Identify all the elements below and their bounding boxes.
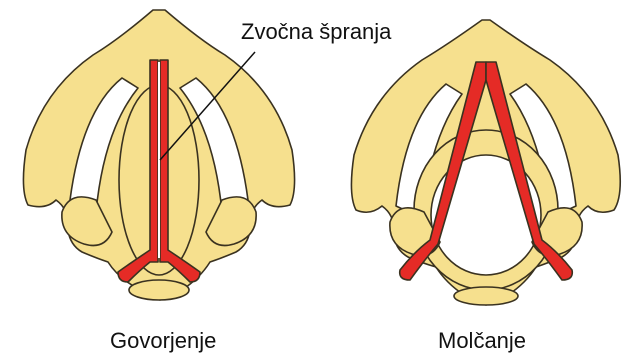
glottis-label: Zvočna špranja bbox=[241, 21, 391, 43]
larynx-silence bbox=[351, 20, 620, 305]
lower-ring bbox=[129, 280, 189, 300]
lower-ring-2 bbox=[454, 287, 518, 305]
speaking-caption: Govorjenje bbox=[110, 330, 216, 352]
silence-caption: Molčanje bbox=[438, 330, 526, 352]
